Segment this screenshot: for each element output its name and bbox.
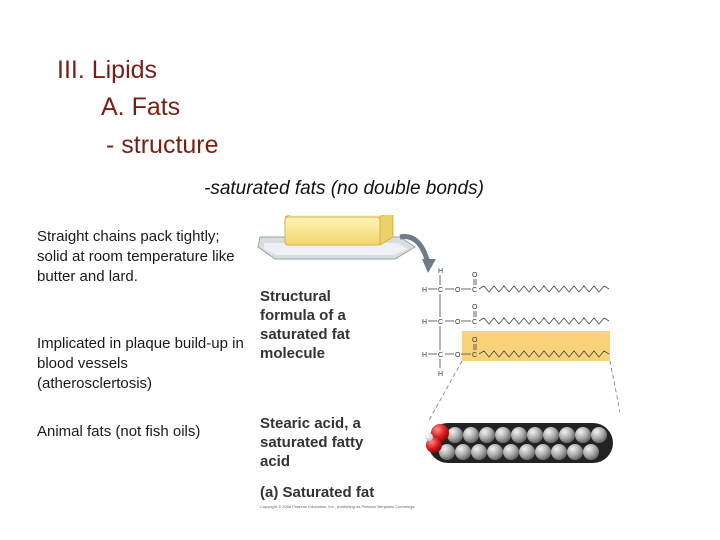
svg-text:O: O [455, 287, 461, 294]
arrow-head [422, 259, 436, 273]
svg-text:O: O [455, 352, 461, 359]
stearic-label-line2: saturated fatty [260, 434, 364, 451]
carbon-atom [575, 427, 591, 443]
svg-text:H: H [422, 287, 427, 294]
svg-text:C: C [472, 287, 477, 294]
structural-label-line2: formula of a [260, 307, 346, 324]
copyright-text: Copyright © 2008 Pearson Education, Inc.… [260, 504, 415, 509]
slide-subtitle-fats: A. Fats [101, 93, 181, 121]
carbon-atom [551, 444, 567, 460]
dashed-connectors [427, 360, 620, 423]
svg-text:C: C [438, 287, 443, 294]
carbon-atom [591, 427, 607, 443]
svg-text:H: H [438, 268, 443, 275]
svg-text:O: O [455, 319, 461, 326]
saturated-fats-heading: -saturated fats (no double bonds) [204, 178, 484, 199]
svg-text:O: O [472, 337, 478, 344]
stearic-acid-model [425, 423, 613, 463]
carbon-atom [559, 427, 575, 443]
carbon-atom [439, 444, 455, 460]
structural-label-line4: molecule [260, 345, 325, 362]
svg-text:O: O [472, 304, 478, 311]
carbon-atom [471, 444, 487, 460]
structural-label-line3: saturated fat [260, 326, 350, 343]
carbon-atom [495, 427, 511, 443]
carbon-atom [519, 444, 535, 460]
slide-subtitle-structure: - structure [106, 131, 219, 159]
fatty-acid-chains [478, 285, 610, 358]
figure-caption: (a) Saturated fat [260, 484, 374, 501]
curved-arrow [399, 234, 431, 264]
carbon-atom [535, 444, 551, 460]
svg-text:C: C [472, 352, 477, 359]
carbon-atom [511, 427, 527, 443]
svg-text:H: H [422, 319, 427, 326]
svg-text:H: H [438, 371, 443, 378]
carbon-atom [503, 444, 519, 460]
stearic-label-line3: acid [260, 453, 290, 470]
carbon-atom [583, 444, 599, 460]
carbon-atom [463, 427, 479, 443]
structural-label-line1: Structural [260, 288, 331, 305]
svg-text:O: O [472, 272, 478, 279]
carbon-atom [487, 444, 503, 460]
bullet-chains: Straight chains pack tightly; solid at r… [37, 228, 235, 285]
bullet-animal-fats: Animal fats (not fish oils) [37, 423, 201, 440]
svg-text:C: C [472, 319, 477, 326]
carbon-atom [527, 427, 543, 443]
carbon-atom [543, 427, 559, 443]
saturated-fat-figure: Structural formula of a saturated fat mo… [257, 215, 620, 509]
carbon-atom [447, 427, 463, 443]
slide-title: III. Lipids [57, 56, 158, 84]
stearic-label-line1: Stearic acid, a [260, 415, 362, 432]
highlight-band [462, 331, 610, 361]
svg-text:C: C [438, 352, 443, 359]
bullet-plaque: Implicated in plaque build-up in blood v… [37, 335, 244, 392]
butter-dish-image [257, 215, 416, 260]
glycerol-backbone: H H C O C O H C O C O H C O C O H [422, 268, 478, 378]
carbon-atom [455, 444, 471, 460]
svg-text:H: H [422, 352, 427, 359]
carbon-atom [479, 427, 495, 443]
svg-text:C: C [438, 319, 443, 326]
carbon-atom [567, 444, 583, 460]
